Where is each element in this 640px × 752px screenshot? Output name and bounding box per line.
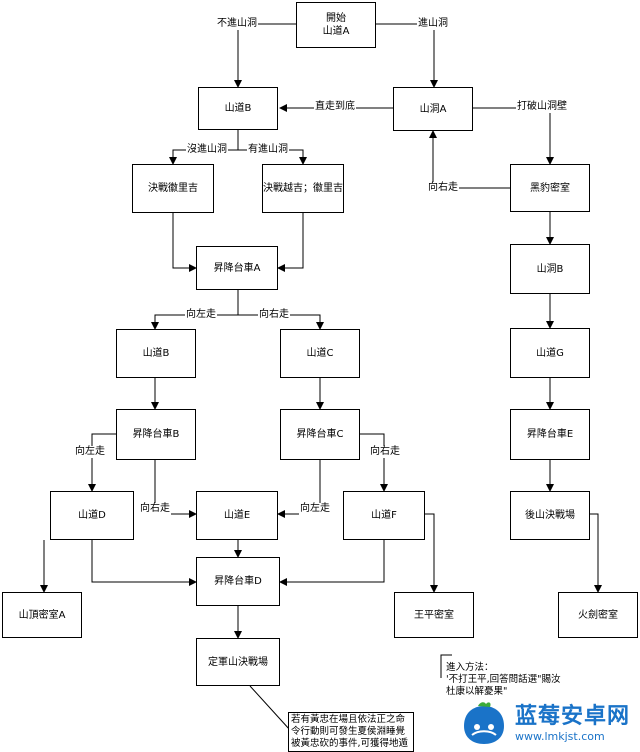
node-peak-room: 山頂密室A [2, 592, 82, 638]
edge-label-left-b: 向左走 [74, 446, 106, 458]
edge-start-to-cave-a [376, 23, 438, 88]
edge-label-right-c: 向右走 [369, 446, 401, 458]
edge-cave-a-to-black-room [473, 107, 554, 165]
edge-label-right-a: 向右走 [258, 309, 290, 321]
edge-label-has-enter: 有進山洞 [247, 144, 289, 156]
edge-back-fight-to-fire-room [590, 513, 602, 593]
node-lift-a: 昇降台車A [196, 246, 278, 290]
watermark: 蓝莓安卓网 www.lmkjst.com [515, 704, 630, 743]
node-cave-b: 山洞B [510, 244, 590, 294]
node-road-c: 山道C [280, 329, 360, 378]
node-lift-c: 昇降台車C [280, 409, 360, 460]
node-black-room: 黑豹密室 [510, 164, 590, 212]
node-fire-room: 火劍密室 [558, 592, 638, 638]
note-final-event: 若有黃忠在場且依法正之命 令行動則可發生夏侯淵睡覺 被黃忠砍的事件,可獲得地遁 [288, 712, 414, 752]
node-lift-b: 昇降台車B [116, 409, 196, 460]
node-road-b: 山道B [116, 329, 196, 378]
note-entry-method: 進入方法： '不打王平,回答問話選"賜汝 杜康以解憂果" [446, 662, 561, 697]
edge-fight1-to-lift-a [172, 213, 197, 272]
node-back-fight: 後山決戰場 [510, 491, 590, 540]
node-final: 定軍山決戰場 [196, 638, 280, 686]
note-line-entry [440, 654, 452, 678]
edge-label-go-right-black: 向右走 [427, 182, 459, 194]
node-road-f: 山道F [343, 491, 425, 540]
node-cave-a: 山洞A [393, 87, 473, 131]
berry-logo-icon [464, 702, 504, 744]
node-lift-e: 昇降台車E [510, 409, 590, 460]
edge-label-not-enter: 沒進山洞 [186, 144, 228, 156]
edge-label-right-b: 向右走 [139, 503, 171, 515]
edge-road-f-to-king-room [425, 513, 438, 593]
edge-lift-c-to-road-f [359, 433, 388, 492]
edge-label-left-c: 向左走 [299, 503, 331, 515]
node-lift-d: 昇降台車D [196, 557, 280, 606]
node-road-g: 山道G [510, 328, 590, 378]
node-road-d: 山道D [50, 491, 134, 540]
watermark-name: 蓝莓安卓网 [514, 704, 630, 729]
edge-label-break-wall: 打破山洞壁 [516, 101, 568, 113]
edge-lift-b-to-road-d [88, 433, 116, 492]
node-fight-1: 決戰徽里吉 [132, 164, 214, 213]
edge-road-f-to-lift-d [279, 540, 385, 586]
note-line-final [249, 685, 291, 731]
edge-black-room-to-cave-a [429, 130, 510, 189]
edge-road-d-to-lift-d [91, 540, 197, 586]
edge-label-enter-cave: 進山洞 [417, 18, 449, 30]
edge-fight2-to-lift-a [277, 213, 304, 272]
node-fight-2: 決戰越吉；徽里吉 [262, 164, 344, 213]
node-road-b-top: 山道B [198, 87, 278, 130]
edge-start-to-road-b [234, 23, 296, 88]
node-road-e: 山道E [196, 491, 278, 540]
edge-label-left-a: 向左走 [185, 309, 217, 321]
edge-label-straight: 直走到底 [314, 101, 356, 113]
edge-label-no-cave: 不進山洞 [216, 18, 258, 30]
watermark-url: www.lmkjst.com [514, 730, 605, 743]
node-king-room: 王平密室 [394, 592, 474, 638]
node-start: 開始 山道A [296, 2, 376, 48]
